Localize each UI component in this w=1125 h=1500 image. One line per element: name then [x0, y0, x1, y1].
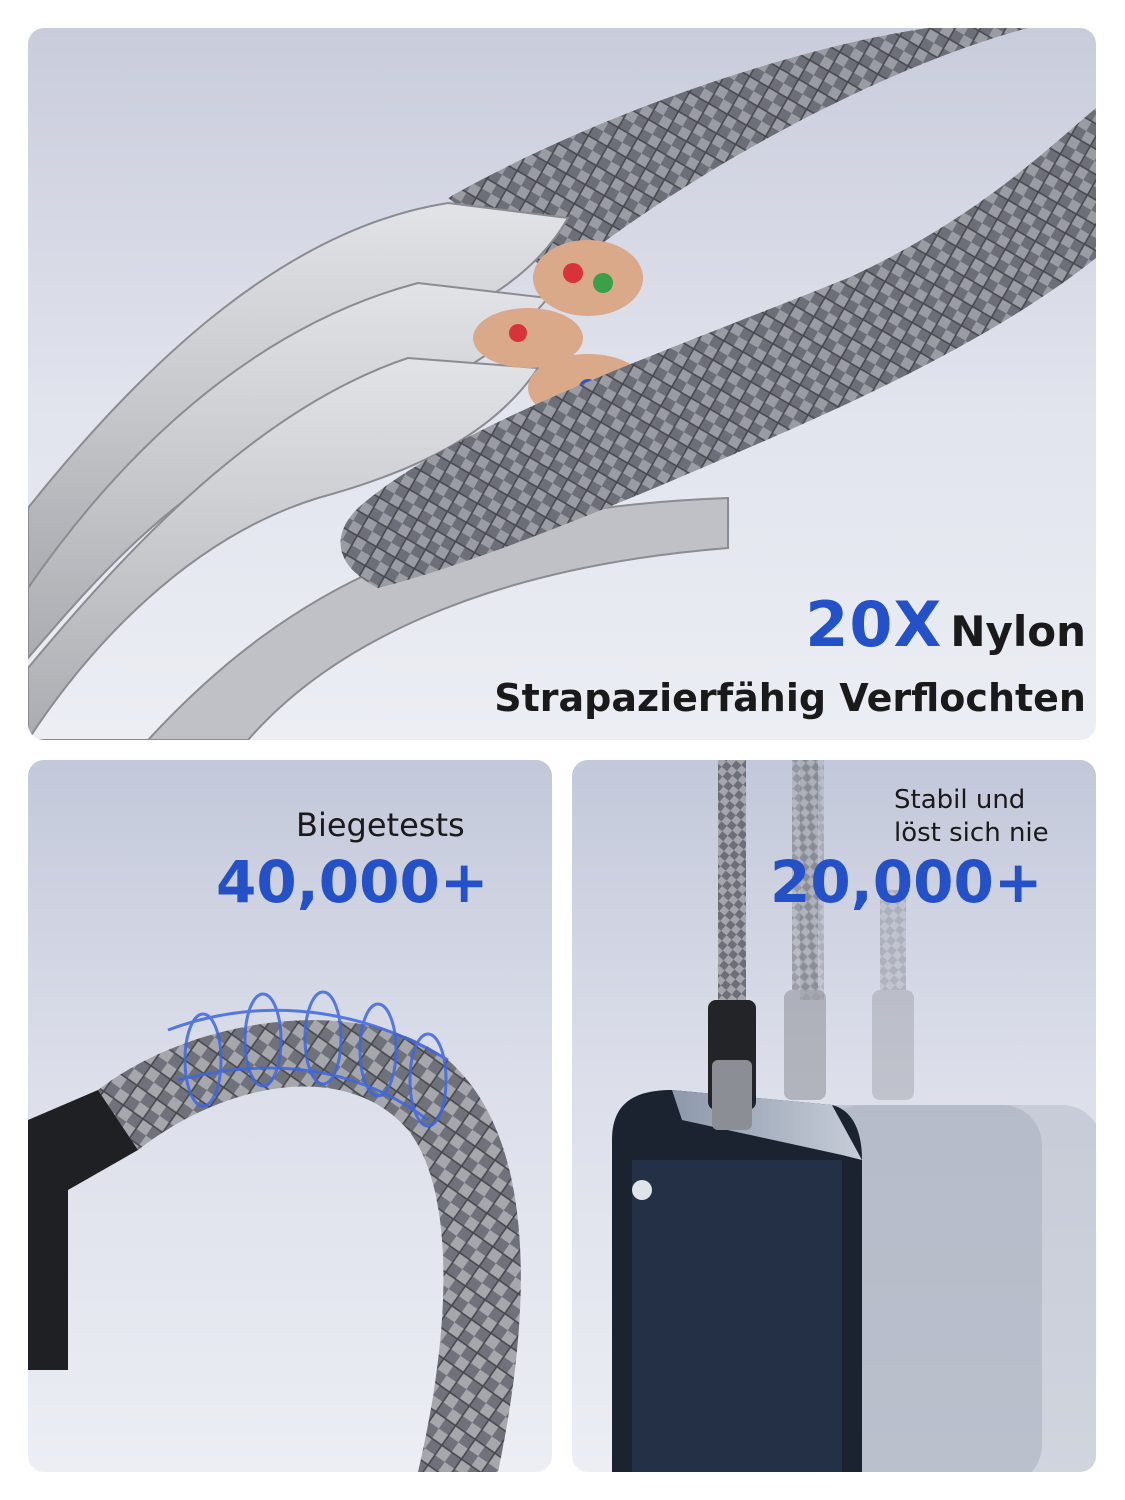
stability-label-line2: löst sich nie — [894, 818, 1049, 848]
stability-label: Stabil und löst sich nie — [894, 784, 1049, 850]
stability-label-line1: Stabil und — [894, 785, 1026, 815]
phone-icon — [612, 760, 1096, 1472]
headline-multiplier: 20X — [805, 588, 943, 661]
bend-rings — [167, 990, 449, 1128]
bend-test-panel: Biegetests 40,000+ — [28, 760, 552, 1472]
cut-cable-icon — [28, 28, 1096, 740]
headline-material: Nylon — [950, 607, 1086, 656]
stability-count: 20,000+ — [770, 848, 1043, 916]
headline-subtitle: Strapazierfähig Verflochten — [494, 676, 1086, 720]
braided-cable-icon — [28, 990, 521, 1472]
stability-panel: Stabil und löst sich nie 20,000+ — [572, 760, 1096, 1472]
braided-cable-front — [340, 108, 1096, 588]
braided-cable-back — [448, 28, 1028, 278]
bend-test-label: Biegetests — [296, 806, 465, 844]
bend-test-count: 40,000+ — [216, 848, 489, 916]
